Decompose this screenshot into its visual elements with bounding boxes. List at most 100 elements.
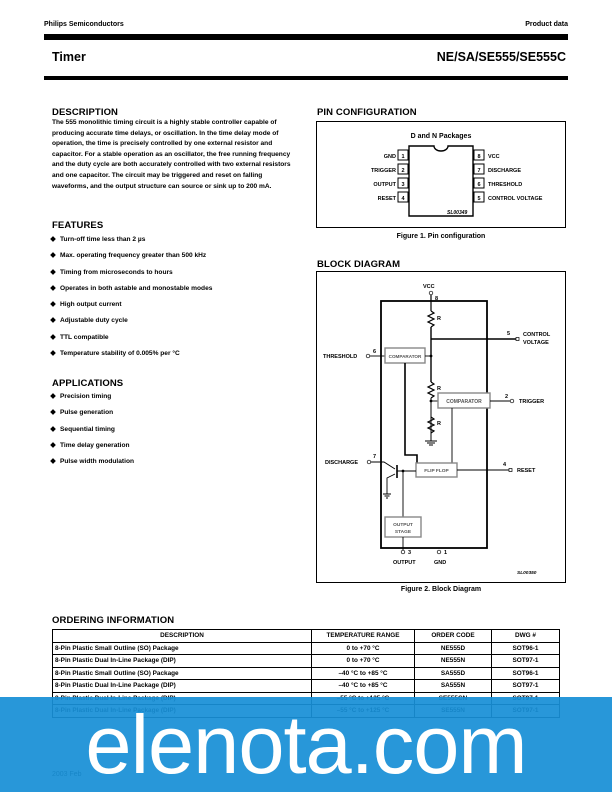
part-numbers: NE/SA/SE555/SE555C	[436, 50, 566, 64]
description-text: The 555 monolithic timing circuit is a h…	[52, 119, 291, 190]
svg-text:VCC: VCC	[423, 284, 435, 290]
col-temperature: TEMPERATURE RANGE	[311, 629, 415, 643]
bullet-icon	[50, 317, 56, 324]
svg-text:COMPARATOR: COMPARATOR	[389, 354, 422, 359]
svg-text:3: 3	[401, 182, 404, 188]
bullet-icon	[50, 252, 56, 259]
block-diagram-figure: VCC 8 R 5 CONTROL VOLTAGE THRESHOLD 6 CO…	[316, 271, 566, 583]
svg-text:OUTPUT: OUTPUT	[373, 182, 396, 188]
svg-text:DISCHARGE: DISCHARGE	[325, 460, 358, 466]
figure-1-caption: Figure 1. Pin configuration	[396, 233, 486, 240]
svg-text:RESET: RESET	[517, 468, 536, 474]
svg-text:6: 6	[373, 349, 376, 355]
svg-text:2: 2	[505, 394, 508, 400]
svg-text:TRIGGER: TRIGGER	[371, 168, 396, 174]
svg-text:FLIP FLOP: FLIP FLOP	[424, 468, 449, 474]
bullet-icon	[50, 268, 56, 275]
block-diagram-heading: BLOCK DIAGRAM	[317, 259, 401, 270]
svg-text:4: 4	[503, 462, 507, 468]
company-name: Philips Semiconductors	[44, 21, 124, 28]
feature-item: Temperature stability of 0.005% per °C	[50, 349, 295, 365]
svg-text:R: R	[437, 421, 441, 427]
svg-text:1: 1	[444, 550, 447, 556]
header-rule-bottom	[44, 76, 568, 80]
pin-config-heading: PIN CONFIGURATION	[317, 107, 417, 118]
applications-list: Precision timing Pulse generation Sequen…	[50, 392, 295, 473]
svg-text:THRESHOLD: THRESHOLD	[323, 354, 357, 360]
watermark-text: elenota.com	[85, 698, 527, 791]
svg-text:4: 4	[401, 196, 405, 202]
ordering-heading: ORDERING INFORMATION	[52, 615, 175, 626]
svg-text:3: 3	[408, 550, 411, 556]
description-heading: DESCRIPTION	[52, 107, 119, 118]
svg-text:6: 6	[477, 182, 480, 188]
svg-text:D and N Packages: D and N Packages	[411, 133, 472, 140]
page-title: Timer	[52, 50, 86, 64]
svg-text:5: 5	[507, 331, 510, 337]
feature-item: Adjustable duty cycle	[50, 316, 295, 332]
bullet-icon	[50, 458, 56, 465]
svg-text:8: 8	[435, 296, 438, 302]
application-item: Precision timing	[50, 392, 295, 408]
feature-item: Turn-off time less than 2 µs	[50, 235, 295, 251]
svg-text:OUTPUT: OUTPUT	[393, 560, 416, 566]
table-row: 8-Pin Plastic Dual In-Line Package (DIP)…	[52, 654, 560, 668]
pin-diagram: D and N Packages 1 GND 2 TRIGGER 3 OUTPU…	[371, 133, 543, 217]
svg-text:2: 2	[401, 168, 404, 174]
svg-text:TRIGGER: TRIGGER	[519, 399, 544, 405]
bullet-icon	[50, 425, 56, 432]
bullet-icon	[50, 236, 56, 242]
application-item: Pulse generation	[50, 408, 295, 424]
svg-text:1: 1	[401, 154, 404, 160]
col-order-code: ORDER CODE	[414, 629, 492, 643]
feature-item: Timing from microseconds to hours	[50, 268, 295, 284]
feature-item: TTL compatible	[50, 333, 295, 349]
svg-text:VCC: VCC	[488, 154, 500, 160]
svg-text:7: 7	[373, 454, 376, 460]
svg-text:7: 7	[477, 168, 480, 174]
table-row: 8-Pin Plastic Small Outline (SO) Package…	[52, 666, 560, 680]
svg-text:OUTPUT: OUTPUT	[393, 522, 413, 528]
pin-config-figure: D and N Packages 1 GND 2 TRIGGER 3 OUTPU…	[316, 121, 566, 228]
svg-text:5: 5	[477, 196, 480, 202]
doc-type: Product data	[525, 21, 568, 28]
feature-item: High output current	[50, 300, 295, 316]
bullet-icon	[50, 442, 56, 448]
svg-text:DISCHARGE: DISCHARGE	[488, 168, 521, 174]
svg-text:STAGE: STAGE	[395, 529, 412, 535]
features-heading: FEATURES	[52, 220, 104, 231]
feature-item: Operates in both astable and monostable …	[50, 284, 295, 300]
svg-text:GND: GND	[384, 154, 396, 160]
svg-text:RESET: RESET	[378, 196, 397, 202]
svg-text:CONTROL: CONTROL	[523, 332, 551, 338]
svg-text:GND: GND	[434, 560, 446, 566]
svg-text:R: R	[437, 386, 441, 392]
application-item: Time delay generation	[50, 441, 295, 457]
block-diagram: VCC 8 R 5 CONTROL VOLTAGE THRESHOLD 6 CO…	[323, 284, 551, 576]
bullet-icon	[50, 285, 56, 291]
figure-2-caption: Figure 2. Block Diagram	[400, 586, 482, 593]
bullet-icon	[50, 409, 56, 416]
svg-text:SL00350: SL00350	[517, 570, 537, 576]
svg-text:THRESHOLD: THRESHOLD	[488, 182, 522, 188]
svg-text:CONTROL VOLTAGE: CONTROL VOLTAGE	[488, 196, 543, 202]
table-header-row: DESCRIPTION TEMPERATURE RANGE ORDER CODE…	[52, 629, 560, 643]
col-dwg: DWG #	[491, 629, 560, 643]
bullet-icon	[50, 333, 56, 340]
feature-item: Max. operating frequency greater than 50…	[50, 251, 295, 267]
bullet-icon	[50, 350, 56, 356]
table-row: 8-Pin Plastic Small Outline (SO) Package…	[52, 641, 560, 655]
svg-text:COMPARATOR: COMPARATOR	[446, 399, 482, 405]
svg-text:R: R	[437, 316, 441, 322]
header-rule-top	[44, 34, 568, 40]
features-list: Turn-off time less than 2 µs Max. operat…	[50, 235, 295, 365]
watermark-banner	[0, 697, 612, 792]
applications-heading: APPLICATIONS	[52, 378, 124, 389]
application-item: Sequential timing	[50, 425, 295, 441]
col-description: DESCRIPTION	[52, 629, 312, 643]
bullet-icon	[50, 301, 56, 308]
svg-text:8: 8	[477, 154, 480, 160]
svg-text:VOLTAGE: VOLTAGE	[523, 340, 549, 346]
table-row: 8-Pin Plastic Dual In-Line Package (DIP)…	[52, 679, 560, 693]
application-item: Pulse width modulation	[50, 457, 295, 473]
